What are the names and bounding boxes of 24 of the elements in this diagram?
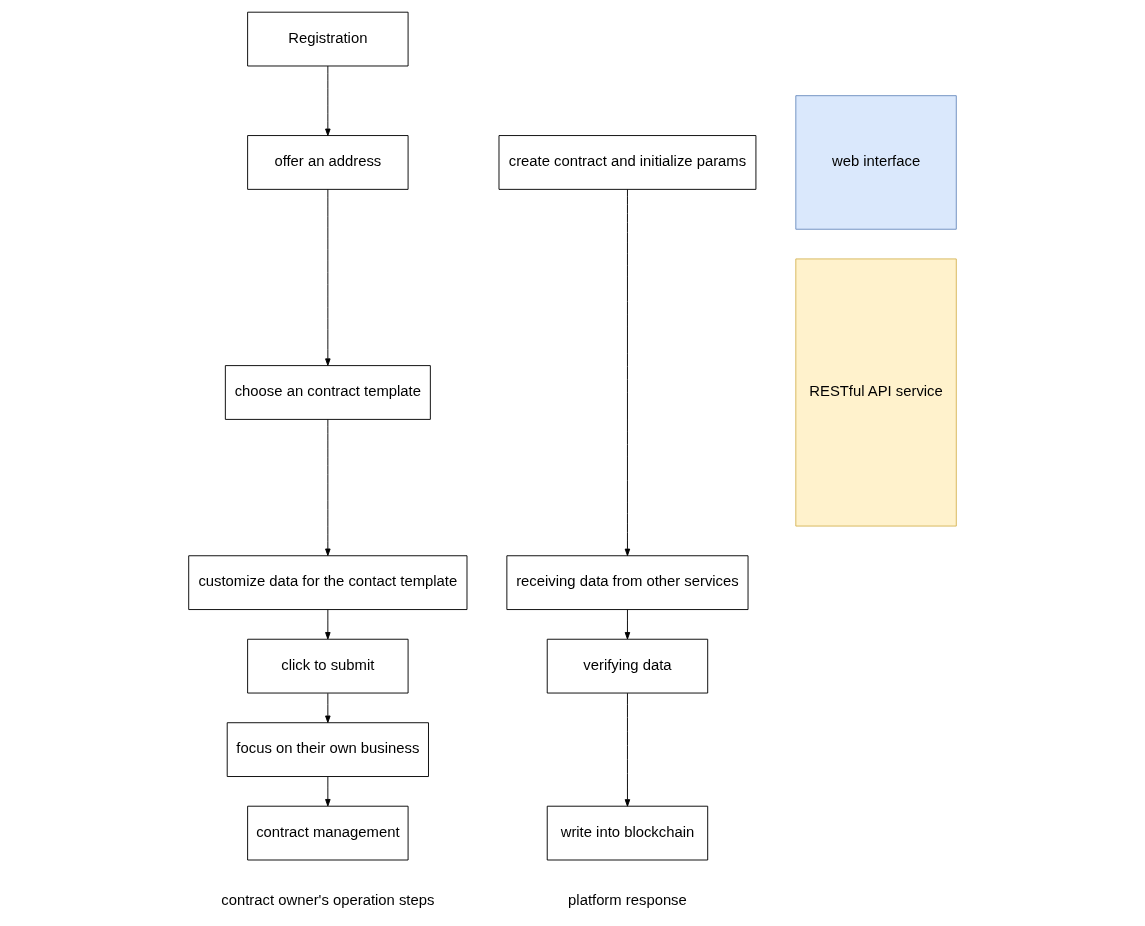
arrow xyxy=(624,692,631,807)
label: contract owner's operation steps xyxy=(221,892,435,909)
node-box: write into blockchain xyxy=(546,805,709,861)
node-box: web interface xyxy=(795,95,957,230)
node-box: Registration xyxy=(247,11,409,67)
arrow xyxy=(325,419,331,556)
label: platform response xyxy=(568,892,687,909)
arrow xyxy=(325,609,331,640)
arrow xyxy=(325,692,331,723)
arrow xyxy=(325,189,331,366)
node-box: focus on their own business xyxy=(226,722,429,777)
arrow xyxy=(325,776,331,807)
arrow xyxy=(624,189,631,557)
node-box: verifying data xyxy=(546,638,709,694)
node-box: receiving data from other services xyxy=(506,555,749,611)
node-box: offer an address xyxy=(247,135,409,190)
node-box: click to submit xyxy=(247,638,409,694)
node-box: customize data for the contact template xyxy=(188,555,468,611)
arrow xyxy=(624,609,631,640)
node-box: contract management xyxy=(247,805,409,861)
node-box: RESTful API service xyxy=(795,258,957,527)
node-box: choose an contract template xyxy=(224,365,431,420)
arrow xyxy=(325,65,331,136)
node-box: create contract and initialize params xyxy=(498,135,757,190)
